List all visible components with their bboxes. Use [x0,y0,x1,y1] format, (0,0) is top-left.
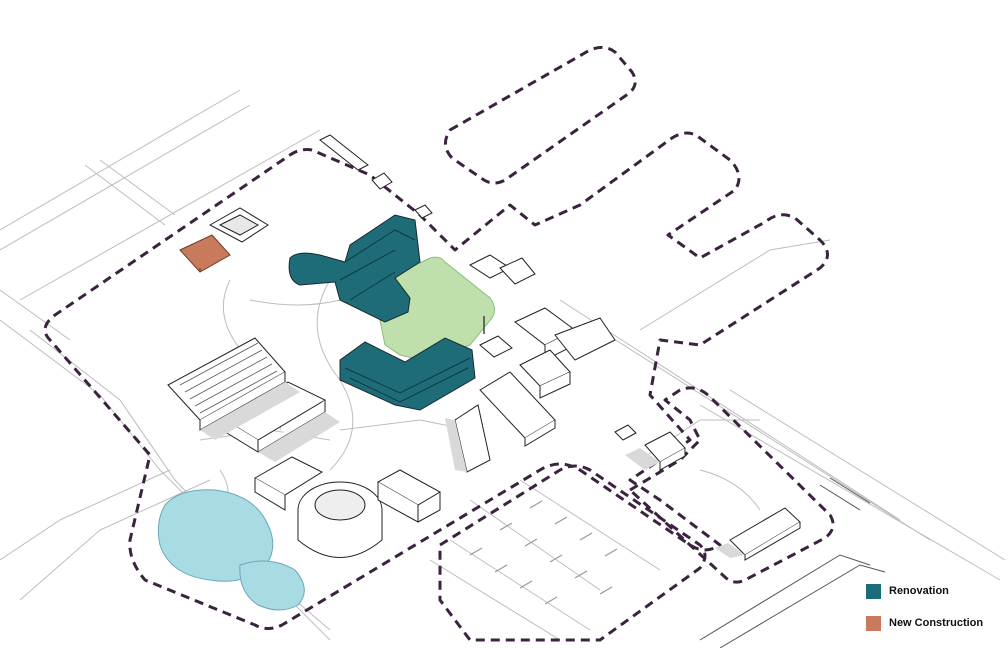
renovation-swatch-icon [866,583,881,599]
road-line [729,389,1006,561]
new-construction-swatch-icon [866,615,881,631]
road-network-east [699,477,886,648]
parking-lot-markings [469,500,618,605]
building [371,172,393,190]
road-line [19,129,321,301]
building-shadows [200,382,745,558]
map-legend: Renovation New Construction [866,582,983,646]
new-construction-building [179,234,231,273]
road-line [19,479,211,601]
building [454,404,491,473]
road-line [0,289,71,341]
existing-buildings [167,134,801,561]
road-line [469,499,601,591]
road-line [639,239,831,331]
road-line [429,559,561,641]
legend-item-new-construction: New Construction [866,614,983,632]
campus-boundaries [43,45,835,642]
road-line [249,299,341,306]
building [614,424,637,441]
retention-pond [157,489,305,611]
road-line [0,104,251,251]
building [319,134,369,171]
south-parcel-boundary [438,464,707,642]
renovation-building [288,214,421,323]
renovation-buildings [288,214,476,411]
building [499,257,536,285]
legend-label-new-construction: New Construction [889,617,984,629]
road-line [519,479,661,571]
road-line [699,469,761,511]
road-line [559,299,901,521]
north-parcel-boundary [444,45,637,185]
road-line [449,539,591,631]
road-line [0,89,241,231]
east-parcel-boundary [628,386,835,584]
road-line [99,159,176,216]
legend-label-renovation: Renovation [889,585,949,597]
road-line [699,404,1001,581]
building [414,204,433,219]
road-network [0,89,1006,641]
building [479,335,513,358]
road-line [84,164,166,226]
main-campus-boundary [43,131,829,630]
building [554,317,616,361]
legend-item-renovation: Renovation [866,582,983,600]
road-line [0,469,171,561]
renovation-building [339,337,476,411]
